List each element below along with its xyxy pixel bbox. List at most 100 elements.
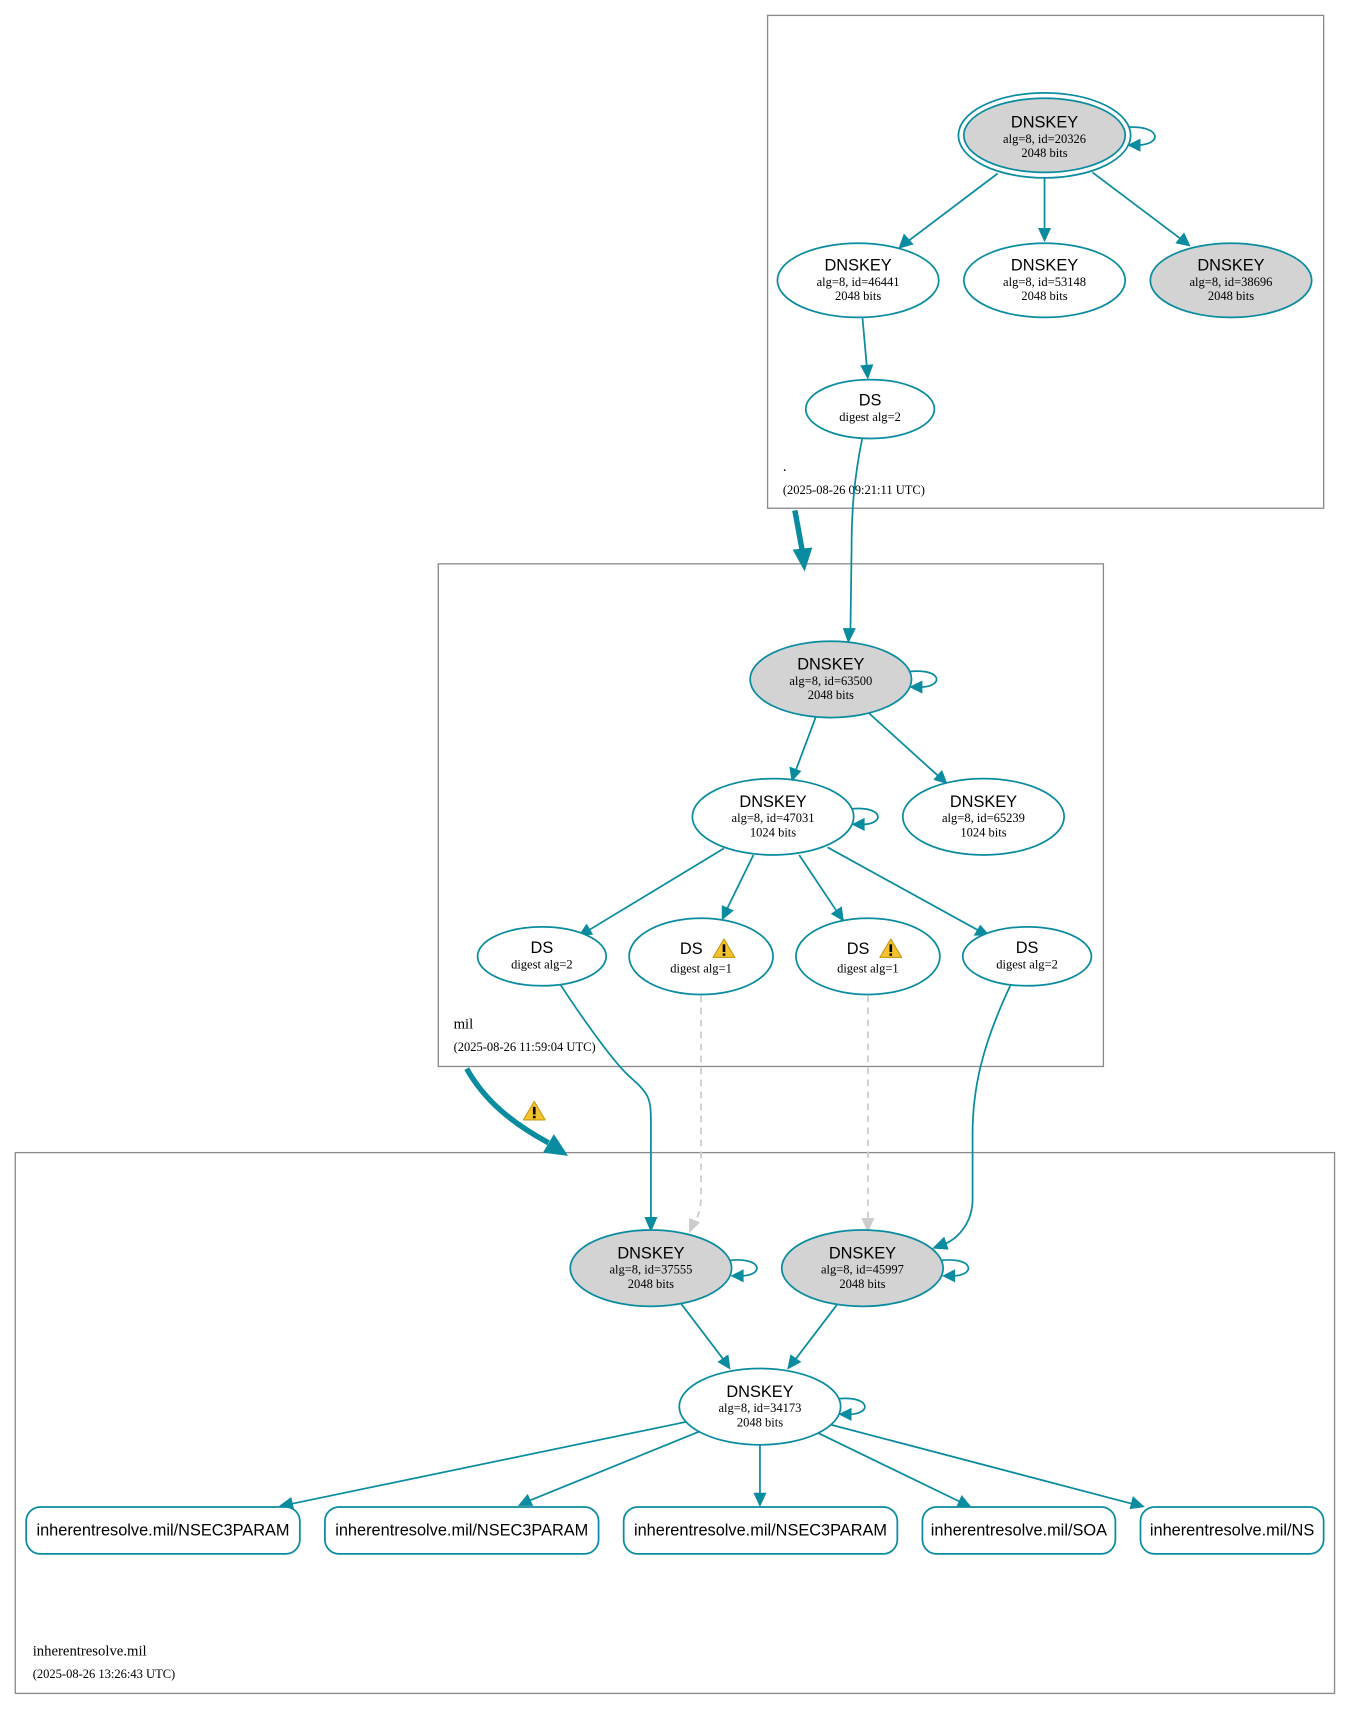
node-size: 2048 bits <box>1208 289 1254 303</box>
node-info: digest alg=1 <box>837 962 899 976</box>
node-type: DNSKEY <box>1197 257 1264 275</box>
zone-inherentresolve-name: inherentresolve.mil <box>33 1643 147 1659</box>
arrow-head <box>932 1236 949 1250</box>
node-size: 2048 bits <box>737 1415 783 1429</box>
edge-47031-to-ds4 <box>827 846 979 931</box>
edges <box>279 171 1191 1511</box>
dnskey-node-47031[interactable]: DNSKEY alg=8, id=47031 1024 bits <box>691 777 855 856</box>
delegation-warning-icon[interactable] <box>522 1100 546 1121</box>
zone-mil-timestamp: (2025-08-26 11:59:04 UTC) <box>454 1040 596 1054</box>
node-info: digest alg=2 <box>511 957 573 971</box>
node-type: DNSKEY <box>739 793 806 811</box>
node-size: 1024 bits <box>750 825 796 839</box>
self-loop-45997 <box>939 1259 970 1277</box>
self-loop-34173 <box>836 1397 866 1416</box>
node-size: 2048 bits <box>808 688 854 702</box>
node-info: alg=8, id=37555 <box>609 1263 692 1277</box>
record-node-ns[interactable]: inherentresolve.mil/NS <box>1139 1506 1325 1555</box>
arrow-head <box>933 769 948 785</box>
delegation-root-to-mil <box>792 509 806 553</box>
edge-47031-to-ds1 <box>588 847 725 931</box>
node-type: DS <box>847 940 870 958</box>
arrow-head <box>721 905 734 921</box>
arrow-head <box>909 680 923 694</box>
node-type: DS <box>531 939 554 957</box>
node-type: DNSKEY <box>617 1244 684 1262</box>
record-node-nsec3param-3[interactable]: inherentresolve.mil/NSEC3PARAM <box>622 1506 899 1555</box>
edge-45997-to-34173 <box>795 1303 839 1360</box>
arrow-head <box>542 1134 569 1156</box>
edge-47031-to-ds2 <box>726 854 755 909</box>
node-type: DNSKEY <box>797 656 864 674</box>
node-size: 2048 bits <box>1021 289 1067 303</box>
ds-node-mil-1[interactable]: DS digest alg=2 <box>476 926 608 987</box>
edge-root-ds-to-mil-63500 <box>849 437 864 631</box>
dnskey-node-37555[interactable]: DNSKEY alg=8, id=37555 2048 bits <box>569 1229 733 1308</box>
self-loop-63500 <box>908 670 938 688</box>
dnskey-node-38696[interactable]: DNSKEY alg=8, id=38696 2048 bits <box>1149 242 1313 319</box>
ds-node-mil-2[interactable]: DS digest alg=1 <box>628 917 774 996</box>
edge-34173-to-record-3 <box>817 1432 960 1503</box>
node-info: digest alg=1 <box>670 962 732 976</box>
record-node-soa[interactable]: inherentresolve.mil/SOA <box>921 1506 1117 1555</box>
node-info: alg=8, id=53148 <box>1003 275 1086 289</box>
node-info: alg=8, id=38696 <box>1189 275 1272 289</box>
node-info: alg=8, id=20326 <box>1003 132 1086 146</box>
zone-inherentresolve-timestamp: (2025-08-26 13:26:43 UTC) <box>33 1667 176 1681</box>
arrow-head <box>830 906 844 922</box>
dnskey-node-53148[interactable]: DNSKEY alg=8, id=53148 2048 bits <box>962 242 1127 319</box>
arrow-head <box>1127 138 1141 152</box>
node-info: alg=8, id=34173 <box>718 1401 801 1415</box>
arrow-head <box>860 364 874 380</box>
node-info: alg=8, id=47031 <box>732 811 815 825</box>
arrow-head <box>789 766 802 782</box>
dnskey-node-65239[interactable]: DNSKEY alg=8, id=65239 1024 bits <box>901 777 1066 856</box>
dnskey-node-46441[interactable]: DNSKEY alg=8, id=46441 2048 bits <box>776 242 940 319</box>
record-label: inherentresolve.mil/SOA <box>931 1521 1107 1539</box>
node-size: 2048 bits <box>1021 146 1067 160</box>
record-label: inherentresolve.mil/NS <box>1150 1521 1315 1539</box>
arrow-head <box>644 1216 658 1233</box>
record-label: inherentresolve.mil/NSEC3PARAM <box>36 1521 289 1539</box>
arrow-head <box>1129 1496 1145 1510</box>
arrow-head <box>1175 232 1191 247</box>
arrow-head <box>730 1269 744 1283</box>
edge-63500-to-65239 <box>868 712 940 778</box>
dnskey-node-45997[interactable]: DNSKEY alg=8, id=45997 2048 bits <box>780 1229 945 1308</box>
ds-node-mil-4[interactable]: DS digest alg=2 <box>961 926 1093 987</box>
ds-node-mil-3[interactable]: DS digest alg=1 <box>795 917 941 996</box>
record-node-nsec3param-2[interactable]: inherentresolve.mil/NSEC3PARAM <box>324 1506 600 1555</box>
record-node-nsec3param-1[interactable]: inherentresolve.mil/NSEC3PARAM <box>25 1506 301 1555</box>
arrow-head <box>898 233 914 249</box>
node-type: DS <box>1016 939 1039 957</box>
zone-mil-name: mil <box>454 1016 474 1032</box>
edge-mil-ds4-to-45997 <box>943 984 1012 1246</box>
dnskey-node-20326[interactable]: DNSKEY alg=8, id=20326 2048 bits <box>957 91 1132 179</box>
node-type: DNSKEY <box>824 257 891 275</box>
edge-46441-to-root-ds <box>861 317 868 367</box>
node-info: digest alg=2 <box>996 957 1058 971</box>
node-type: DNSKEY <box>1011 257 1078 275</box>
self-loop-47031 <box>849 807 879 826</box>
record-label: inherentresolve.mil/NSEC3PARAM <box>335 1521 588 1539</box>
node-size: 2048 bits <box>839 1277 885 1291</box>
node-size: 1024 bits <box>960 825 1006 839</box>
ds-node-root[interactable]: DS digest alg=2 <box>804 378 936 440</box>
dnskey-node-34173[interactable]: DNSKEY alg=8, id=34173 2048 bits <box>678 1367 842 1446</box>
edge-root-ksk-to-46441 <box>907 172 999 242</box>
arrow-head <box>753 1492 767 1507</box>
edge-34173-to-record-1 <box>529 1430 700 1502</box>
self-loops <box>728 126 1156 1421</box>
arrow-head <box>838 1407 852 1421</box>
dnskey-node-63500[interactable]: DNSKEY alg=8, id=63500 2048 bits <box>749 640 913 719</box>
edge-mil-ds1-to-37555 <box>559 984 652 1220</box>
edge-47031-to-ds3 <box>798 854 838 912</box>
record-label: inherentresolve.mil/NSEC3PARAM <box>634 1521 887 1539</box>
self-loop-root-ksk <box>1122 126 1156 147</box>
node-type: DNSKEY <box>726 1383 793 1401</box>
arrow-head <box>956 1494 972 1507</box>
node-type: DS <box>859 392 882 410</box>
edge-34173-to-record-4 <box>828 1423 1132 1505</box>
node-info: alg=8, id=46441 <box>817 275 900 289</box>
